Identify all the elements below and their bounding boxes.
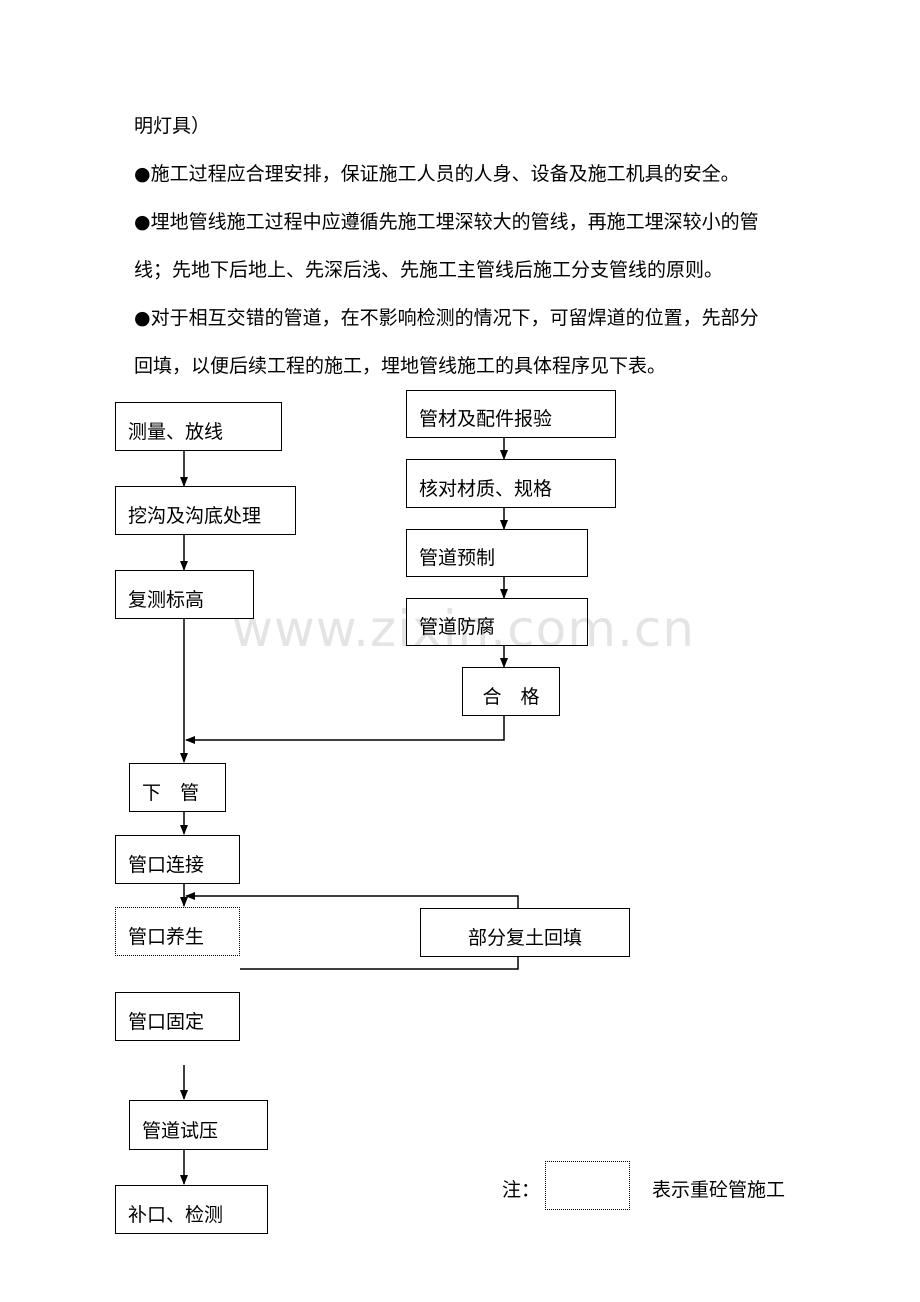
step-joint-curing: 管口养生 <box>115 907 240 956</box>
step-survey-layout: 测量、放线 <box>115 402 282 451</box>
line-backfill-out <box>240 956 519 970</box>
note-suffix: 表示重砼管施工 <box>652 1179 786 1201</box>
step-partial-backfill: 部分复土回填 <box>420 908 630 957</box>
step-patch-inspection: 补口、检测 <box>115 1185 268 1234</box>
legend-dotted-box <box>545 1161 630 1210</box>
step-pipe-prefabrication: 管道预制 <box>406 529 588 577</box>
step-qualified: 合 格 <box>462 667 560 716</box>
watermark: www.zixin.com.cn <box>232 600 696 658</box>
paragraph-line-1: 明灯具） <box>134 115 211 137</box>
step-pipe-joint-connection: 管口连接 <box>115 835 240 884</box>
paragraph-line-5: ●对于相互交错的管道，在不影响检测的情况下，可留焊道的位置，先部分 <box>134 307 759 329</box>
step-pipe-anticorrosion: 管道防腐 <box>406 598 588 646</box>
paragraph-line-6: 回填，以便后续工程的施工，埋地管线施工的具体程序见下表。 <box>134 355 667 377</box>
step-material-inspection: 管材及配件报验 <box>406 390 616 438</box>
step-trench-excavation: 挖沟及沟底处理 <box>115 486 296 535</box>
step-pipe-lowering: 下 管 <box>129 763 226 812</box>
paragraph-line-3: ●埋地管线施工过程中应遵循先施工埋深较大的管线，再施工埋深较小的管 <box>134 211 759 233</box>
step-joint-fixing: 管口固定 <box>115 992 240 1041</box>
step-elevation-recheck: 复测标高 <box>115 570 254 619</box>
arrow-backfill-in <box>185 892 519 908</box>
step-verify-material-spec: 核对材质、规格 <box>406 459 616 508</box>
paragraph-line-2: ●施工过程应合理安排，保证施工人员的人身、设备及施工机具的安全。 <box>134 163 740 185</box>
paragraph-line-4: 线；先地下后地上、先深后浅、先施工主管线后施工分支管线的原则。 <box>134 259 724 281</box>
step-pressure-test: 管道试压 <box>129 1100 268 1150</box>
arrow-merge <box>185 716 505 744</box>
note-prefix: 注： <box>502 1179 541 1201</box>
